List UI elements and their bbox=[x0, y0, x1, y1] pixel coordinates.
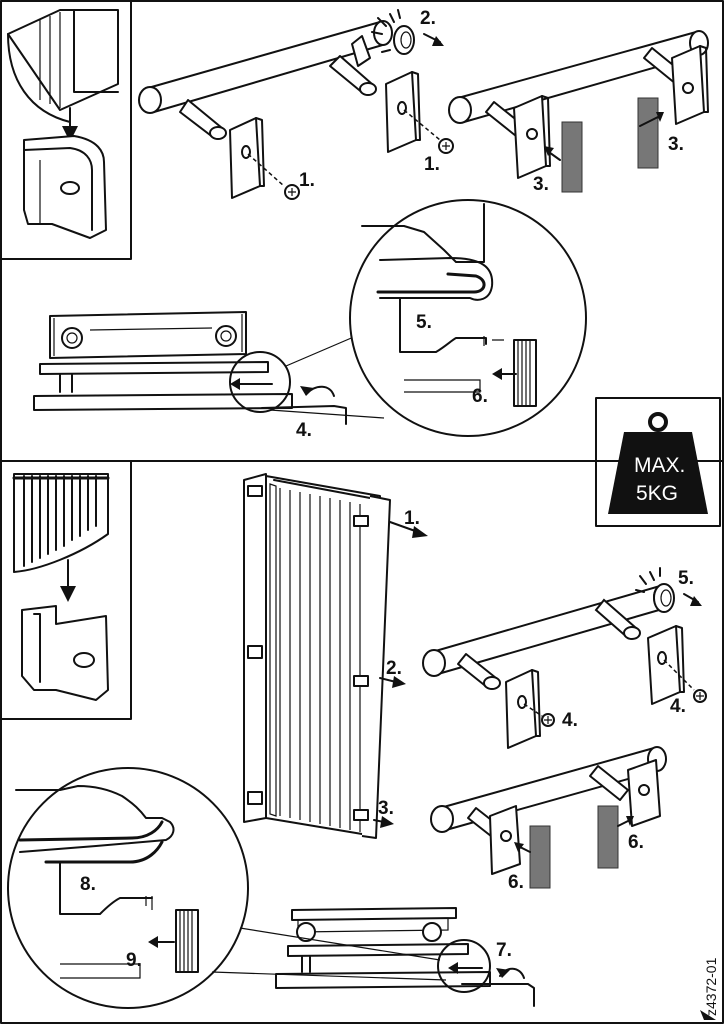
step-label: 4. bbox=[670, 696, 686, 717]
step-label: 5. bbox=[678, 568, 694, 589]
adhesive-pad bbox=[561, 121, 583, 193]
step-label: 3. bbox=[378, 798, 394, 819]
max-weight-badge bbox=[595, 397, 721, 527]
step-label: 5. bbox=[416, 312, 432, 333]
step-label: 4. bbox=[562, 710, 578, 731]
step-label: 4. bbox=[296, 420, 312, 441]
adhesive-pad bbox=[597, 805, 619, 869]
top-towel-bar-assembly-1 bbox=[138, 9, 454, 200]
step-label: 6. bbox=[628, 832, 644, 853]
weight-limit-line1: MAX. bbox=[634, 454, 685, 477]
weight-icon bbox=[608, 432, 708, 514]
bottom-towel-bar-assembly-2 bbox=[430, 746, 667, 889]
step-label: 8. bbox=[80, 874, 96, 895]
step-label: 1. bbox=[424, 154, 440, 175]
top-magnifier-detail bbox=[349, 199, 587, 437]
step-label: 2. bbox=[420, 8, 436, 29]
step-label: 6. bbox=[508, 872, 524, 893]
tall-radiator bbox=[243, 473, 428, 839]
step-label: 7. bbox=[496, 940, 512, 961]
top-clip-detail-inset bbox=[0, 0, 132, 260]
weight-limit-line2: 5KG bbox=[636, 482, 678, 505]
step-label: 1. bbox=[299, 170, 315, 191]
top-towel-bar-assembly-2 bbox=[448, 30, 709, 193]
bottom-clip-detail-inset bbox=[0, 460, 132, 720]
adhesive-pad bbox=[529, 825, 551, 889]
step-label: 3. bbox=[533, 174, 549, 195]
step-label: 3. bbox=[668, 134, 684, 155]
bottom-magnifier-detail bbox=[7, 767, 447, 1009]
step-label: 1. bbox=[404, 508, 420, 529]
document-code: z4372-01 bbox=[703, 957, 719, 1016]
bottom-towel-bar-assembly-1 bbox=[422, 567, 707, 749]
step-label: 2. bbox=[386, 658, 402, 679]
corner-mark bbox=[700, 1010, 716, 1020]
step-label: 9. bbox=[126, 950, 142, 971]
step-label: 6. bbox=[472, 386, 488, 407]
bottom-radiator-side-view bbox=[275, 907, 535, 1007]
top-radiator-side-view bbox=[33, 311, 385, 425]
adhesive-pad bbox=[637, 97, 659, 169]
